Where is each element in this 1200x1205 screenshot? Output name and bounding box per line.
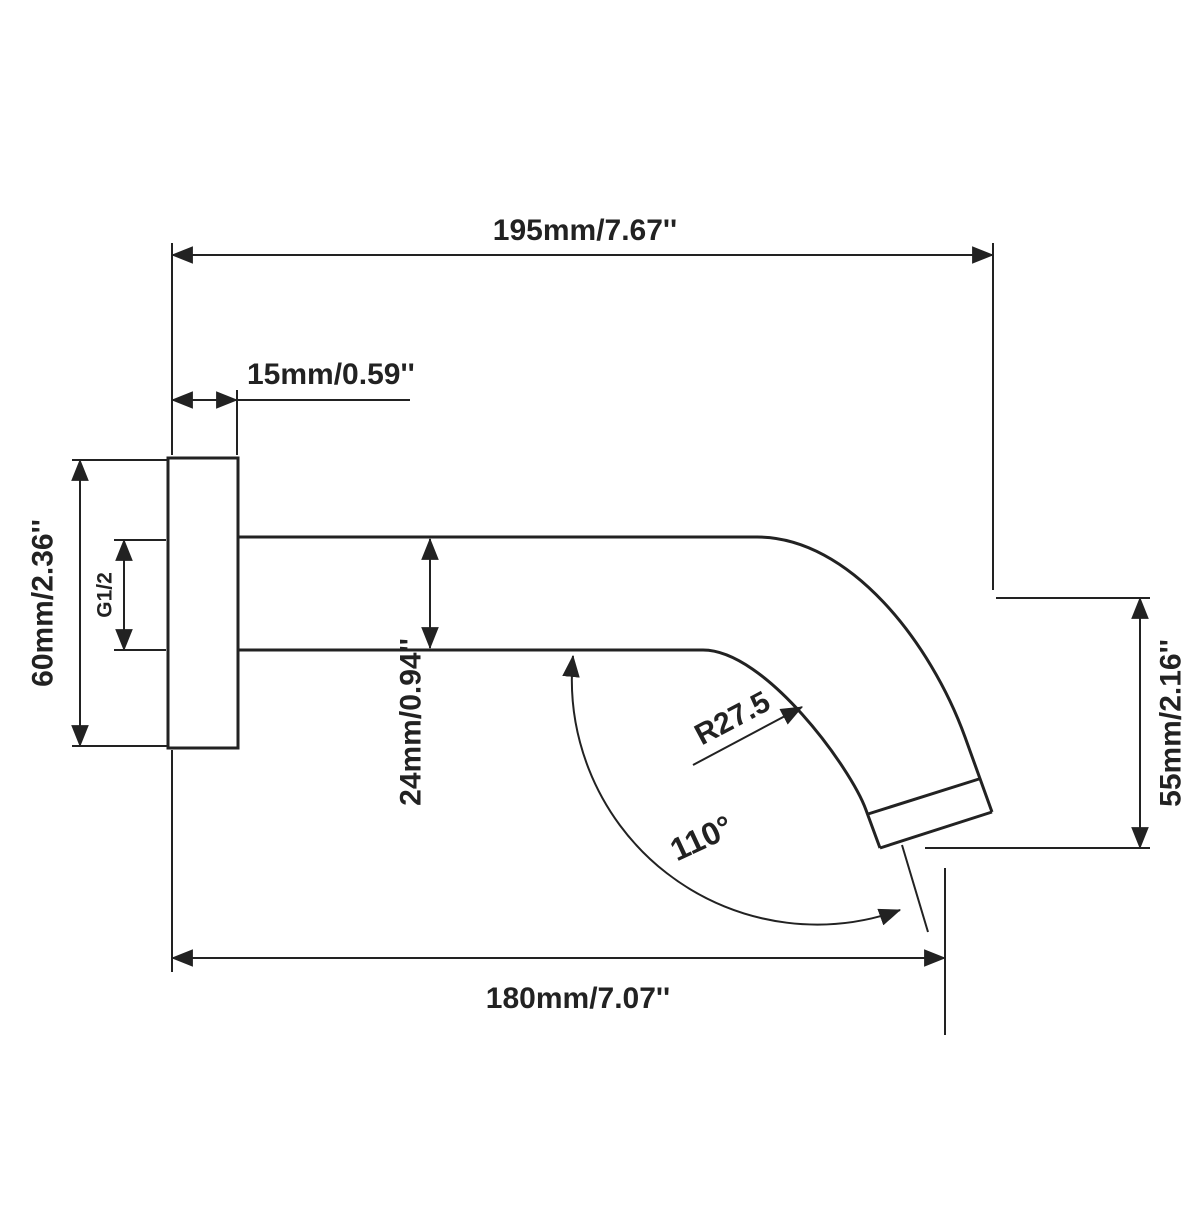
angle-arc [562, 654, 902, 926]
dim-spout-angle: 110° [562, 654, 902, 926]
dim-overall-length: 195mm/7.67'' [170, 214, 995, 590]
outlet-drop-label: 55mm/2.16'' [1155, 639, 1188, 807]
spout-tip-band [867, 777, 980, 816]
dim-flange-height: 60mm/2.36'' [27, 458, 168, 748]
projection-label: 180mm/7.07'' [486, 982, 670, 1015]
spout-end-face [879, 810, 993, 850]
dim-pipe-diameter: 24mm/0.94'' [395, 537, 439, 806]
angle-reference-line [901, 844, 929, 933]
bend-outer-edge [756, 535, 994, 813]
bend-inner-edge [702, 648, 882, 849]
flange-thickness-label: 15mm/0.59'' [247, 358, 415, 391]
pipe-diameter-label: 24mm/0.94'' [395, 638, 428, 806]
fixture-outline [166, 456, 994, 933]
dim-thread-size: G1/2 [93, 538, 166, 652]
flange-height-label: 60mm/2.36'' [27, 519, 60, 687]
spout-angle-label: 110° [665, 808, 739, 868]
bend-radius-label: R27.5 [689, 685, 775, 752]
dim-flange-thickness: 15mm/0.59'' [170, 358, 415, 455]
thread-size-label: G1/2 [93, 572, 116, 618]
dim-projection: 180mm/7.07'' [170, 750, 947, 1035]
overall-length-label: 195mm/7.67'' [493, 214, 677, 247]
wall-flange [166, 456, 240, 750]
dim-outlet-drop: 55mm/2.16'' [925, 596, 1188, 850]
